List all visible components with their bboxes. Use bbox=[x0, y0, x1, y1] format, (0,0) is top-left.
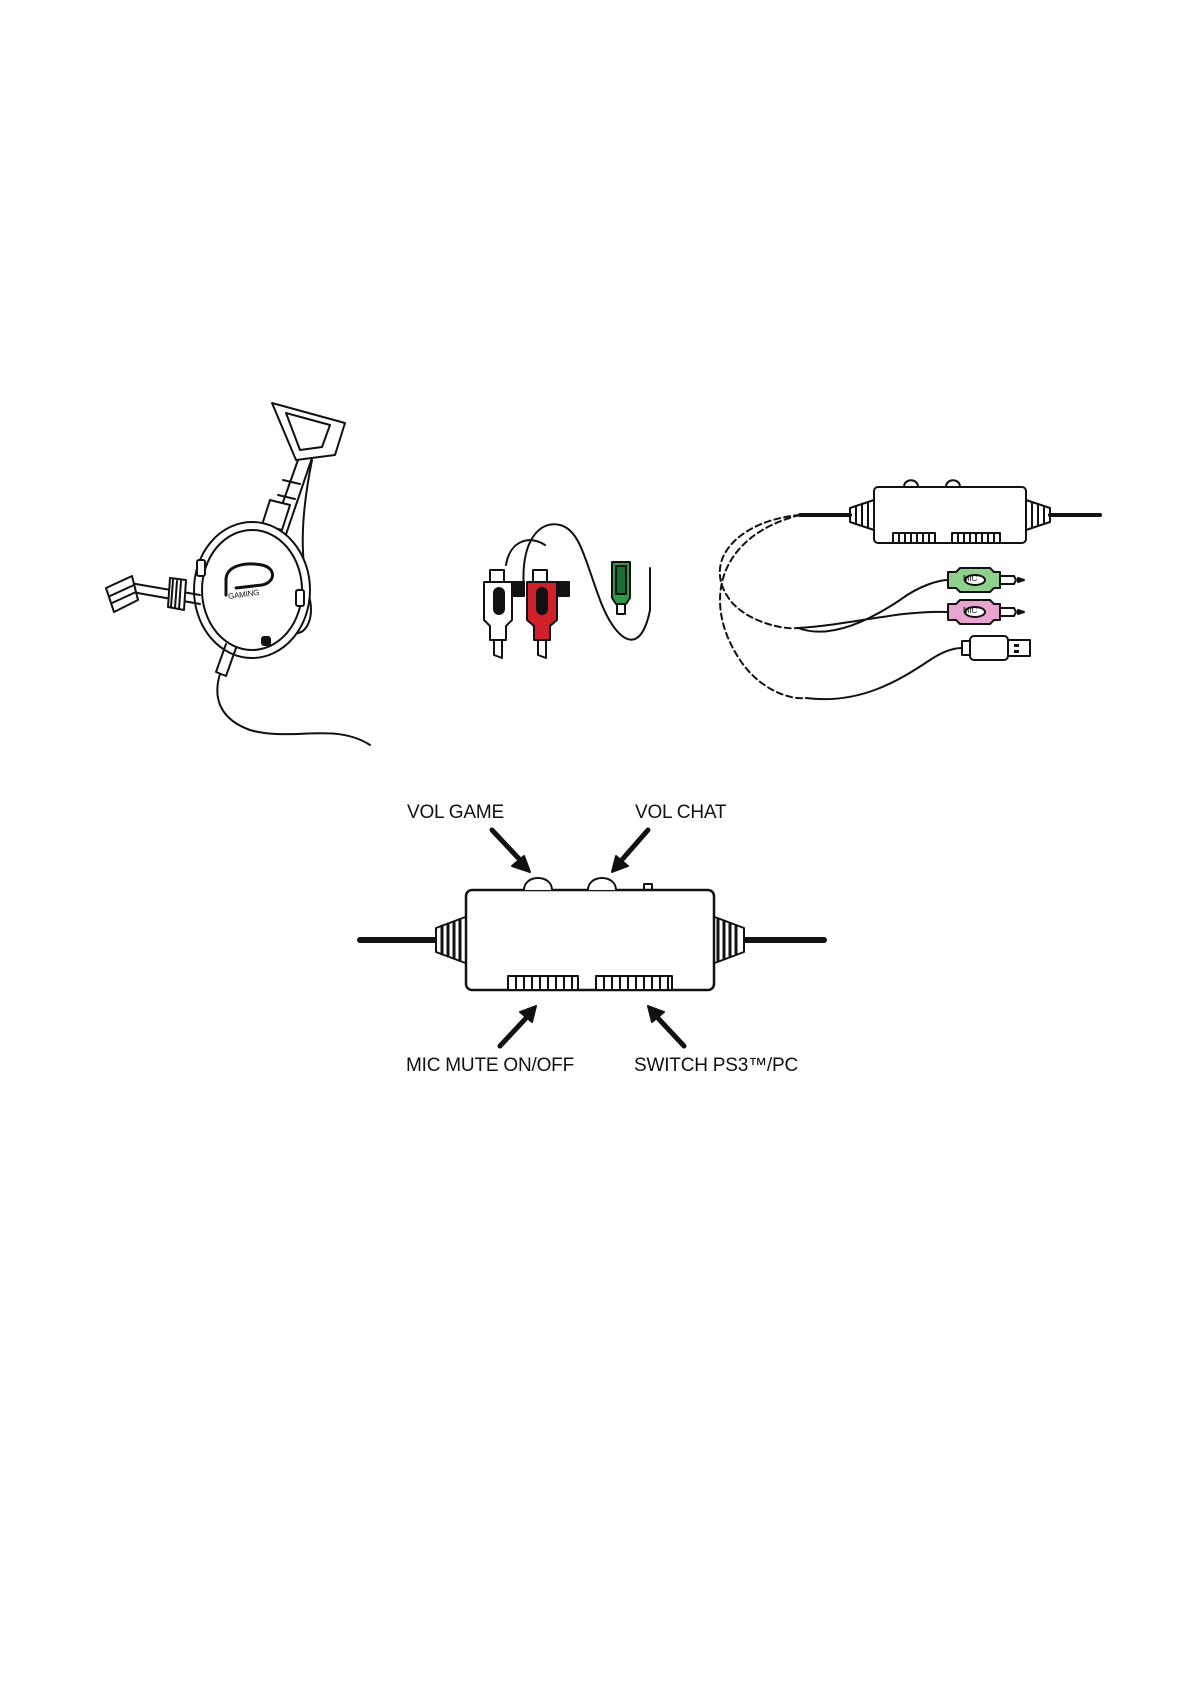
usb-plug-icon bbox=[962, 636, 1030, 660]
audio-plug-icon bbox=[948, 600, 1024, 624]
mic-mute-label: MIC MUTE ON/OFF bbox=[406, 1055, 574, 1077]
pink-plug-label: MIC bbox=[963, 606, 977, 615]
controller-small-icon bbox=[720, 480, 1100, 699]
controller-large-icon bbox=[360, 878, 824, 990]
headset-icon bbox=[106, 403, 370, 745]
vol-chat-label: VOL CHAT bbox=[635, 802, 726, 824]
audio-plug-icon bbox=[948, 568, 1024, 592]
rca-adapter-icon bbox=[484, 524, 650, 658]
vol-game-label: VOL GAME bbox=[407, 802, 504, 824]
green-plug-label: MIC bbox=[963, 574, 977, 583]
switch-label: SWITCH PS3™/PC bbox=[634, 1055, 798, 1077]
